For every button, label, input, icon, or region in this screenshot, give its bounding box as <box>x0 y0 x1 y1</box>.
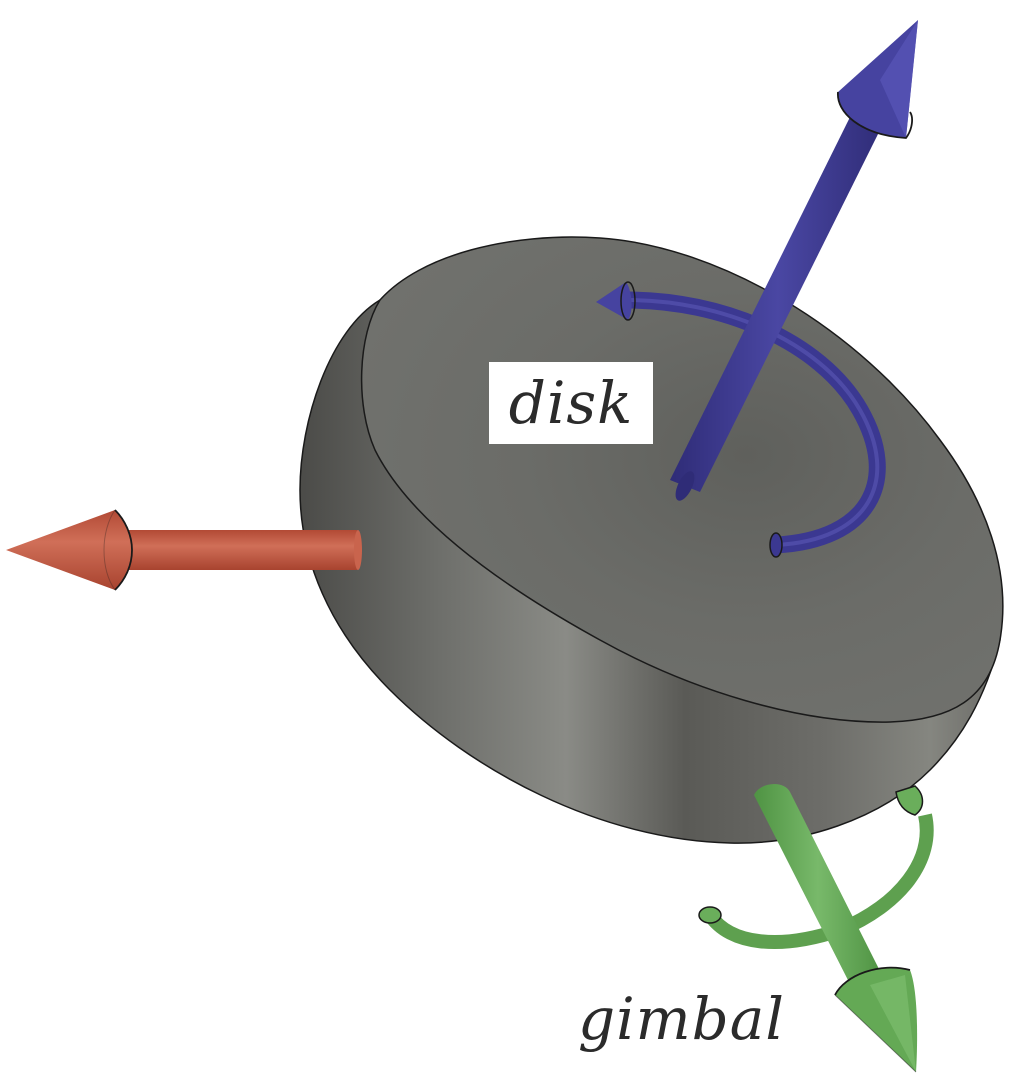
gimbal-label: gimbal <box>578 985 785 1053</box>
disk-body <box>299 236 1004 844</box>
horizontal-axis-arrow <box>6 509 362 591</box>
gimbal-axis-arrow <box>754 784 918 1073</box>
disk-label: disk <box>489 362 653 444</box>
disk-rotation-arrow <box>596 281 886 558</box>
disk-spin-axis-arrow <box>670 20 918 501</box>
